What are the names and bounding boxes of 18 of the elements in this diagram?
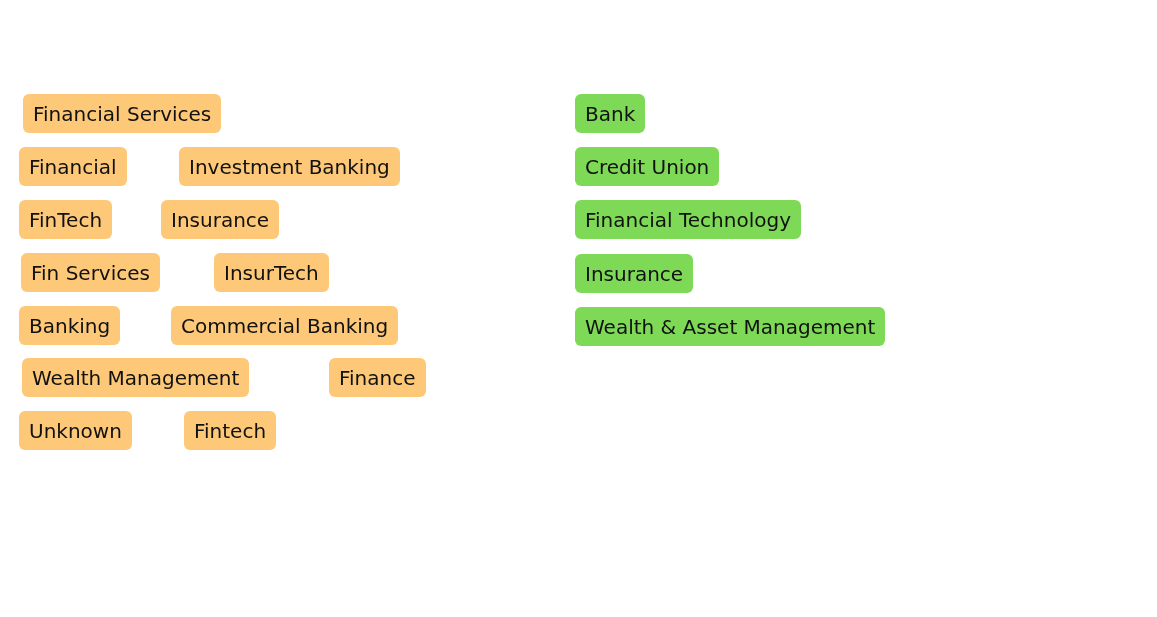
tag-chip: Insurance: [161, 200, 280, 239]
tag-chip: Investment Banking: [179, 147, 400, 186]
tag-chip: InsurTech: [214, 253, 329, 292]
tag-chip: Financial: [19, 147, 127, 186]
tag-chip: Fin Services: [21, 253, 160, 292]
tag-chip: FinTech: [19, 200, 113, 239]
tag-chip: Wealth & Asset Management: [575, 307, 886, 346]
tag-chip: Unknown: [19, 411, 132, 450]
tag-chip: Bank: [575, 94, 646, 133]
tag-chip: Fintech: [184, 411, 277, 450]
tag-chip: Banking: [19, 306, 121, 345]
tag-chip: Wealth Management: [22, 358, 250, 397]
tag-chip: Commercial Banking: [171, 306, 399, 345]
tag-chip: Finance: [329, 358, 426, 397]
tag-chip: Financial Technology: [575, 200, 801, 239]
tag-chip: Insurance: [575, 254, 694, 293]
tag-chip: Credit Union: [575, 147, 720, 186]
tag-chip: Financial Services: [23, 94, 222, 133]
